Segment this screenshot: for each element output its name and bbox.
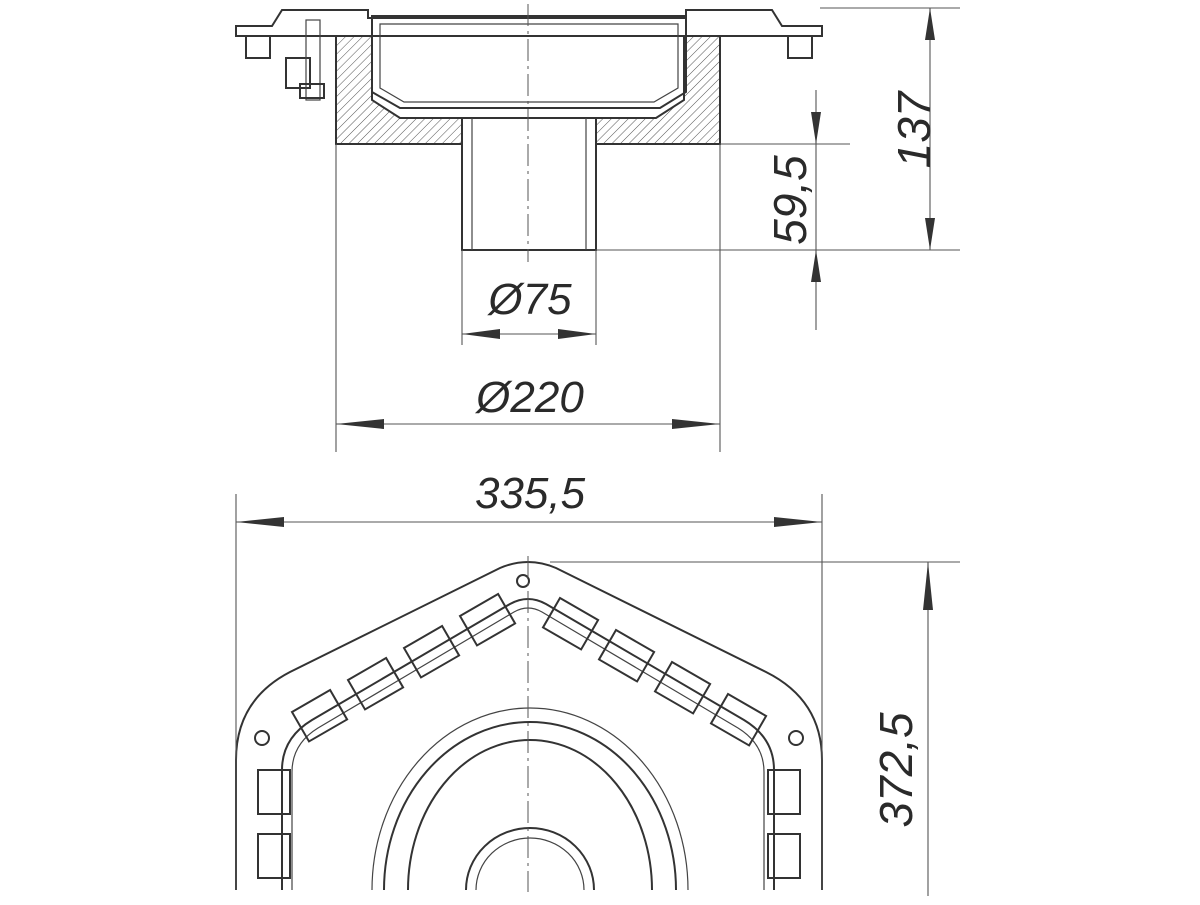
dim-137: 137 [596, 7, 960, 251]
dim-335-5: 335,5 [235, 469, 823, 890]
dim-335-5-label: 335,5 [475, 469, 586, 518]
dim-59-5-label: 59,5 [764, 155, 816, 245]
dim-220: Ø220 [335, 144, 721, 452]
clamp-blocks-right [541, 596, 768, 747]
right-clamp [787, 35, 813, 59]
dim-220-label: Ø220 [474, 373, 584, 422]
dim-372-5: 372,5 [550, 561, 960, 896]
screw-hole-left [254, 730, 270, 746]
clamp-blocks-left [290, 592, 517, 743]
clamp-blocks-sides [257, 769, 801, 879]
body-arc-outer [407, 739, 653, 891]
body-wall-left [335, 35, 463, 145]
section-view [235, 4, 823, 262]
left-clamp [245, 35, 271, 59]
screw-hole-top [516, 574, 530, 588]
inner-bowl [371, 15, 687, 109]
outlet-pipe [461, 117, 597, 251]
bolt-nut [285, 57, 311, 89]
body-wall-right [595, 35, 721, 145]
plan-view [235, 556, 823, 892]
bolt-shank [305, 19, 321, 101]
outlet-arc [465, 827, 595, 891]
dim-75-label: Ø75 [486, 275, 572, 324]
dim-137-label: 137 [888, 90, 940, 168]
dim-59-5: 59,5 [720, 90, 850, 330]
bolt-head [299, 83, 325, 99]
dim-75: Ø75 [461, 250, 597, 345]
flange-plate [235, 9, 823, 37]
screw-hole-right [788, 730, 804, 746]
dim-372-5-label: 372,5 [870, 712, 922, 828]
